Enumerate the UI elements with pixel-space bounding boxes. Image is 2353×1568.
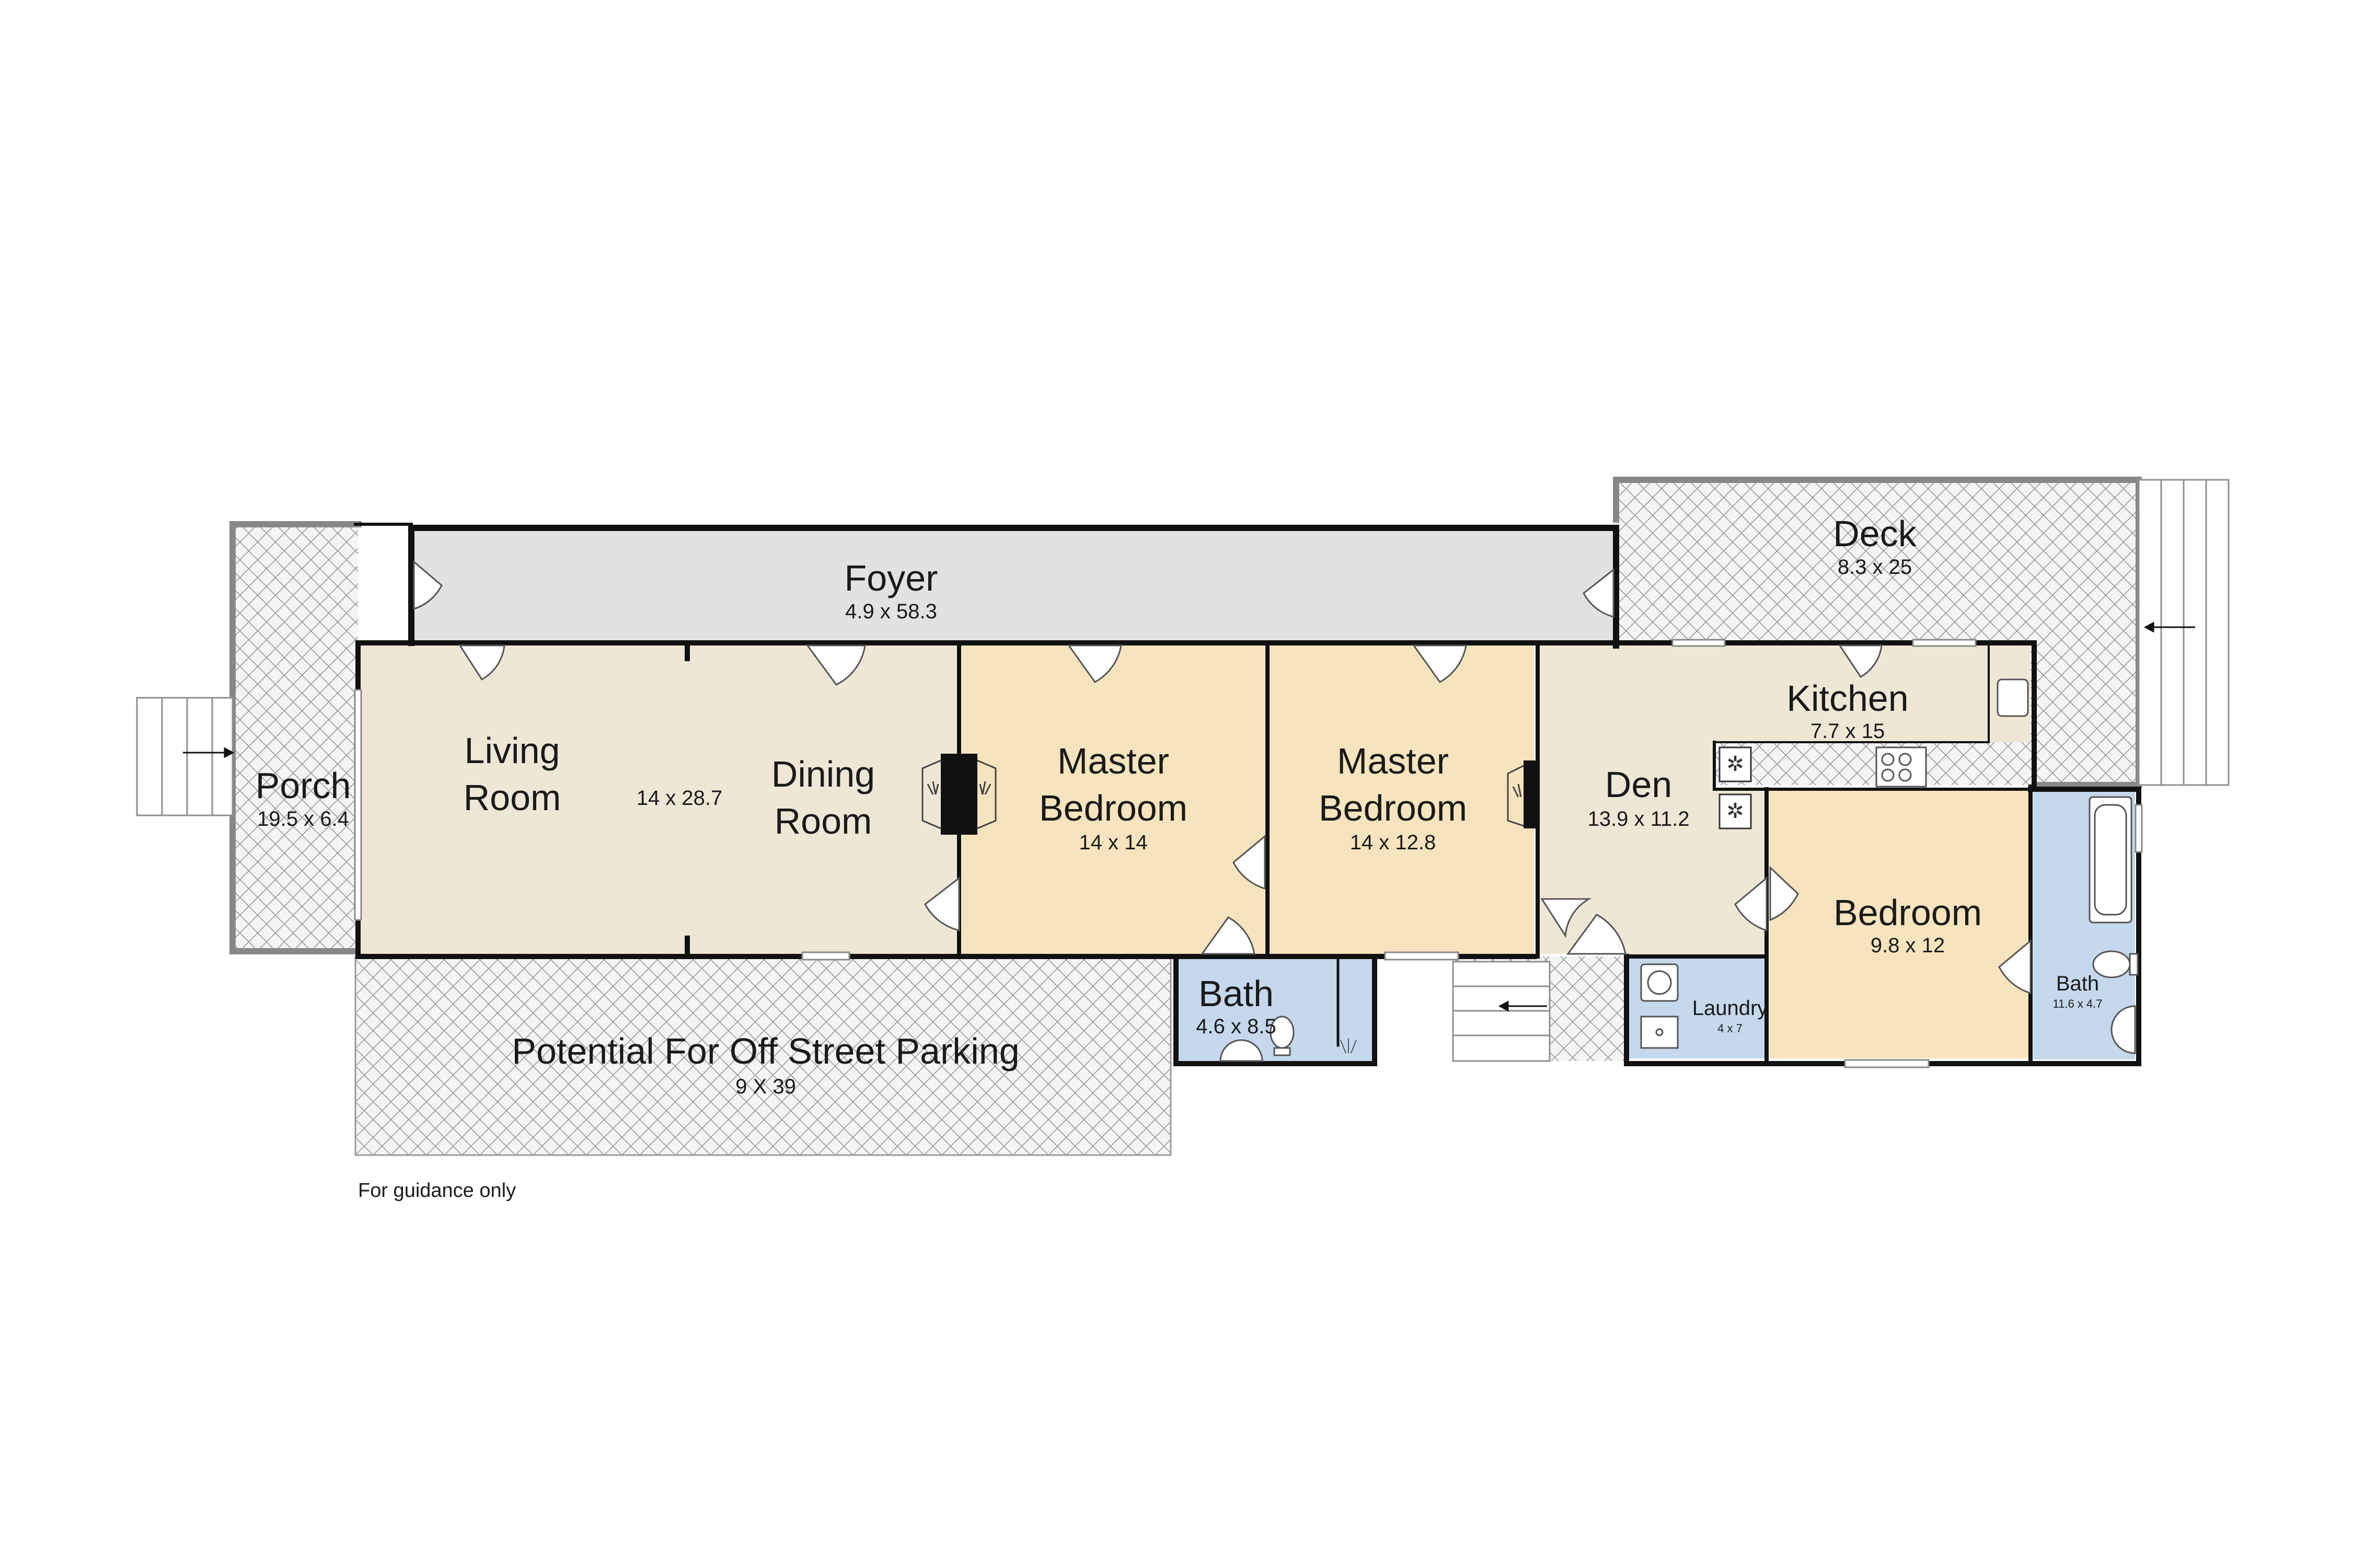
master2-name-2: Bedroom bbox=[1319, 788, 1467, 828]
bath-sink-icon bbox=[1219, 1005, 2136, 1062]
den-name: Den bbox=[1605, 764, 1672, 805]
bath-right-dims: 11.6 x 4.7 bbox=[2053, 997, 2103, 1010]
living-name-2: Room bbox=[464, 777, 561, 818]
svg-text:✲: ✲ bbox=[1726, 753, 1744, 776]
foyer-dims: 4.9 x 58.3 bbox=[845, 600, 937, 623]
den-dims: 13.9 x 11.2 bbox=[1588, 808, 1690, 831]
deck-dims: 8.3 x 25 bbox=[1838, 556, 1912, 579]
windows bbox=[354, 639, 2143, 1068]
kitchen-name: Kitchen bbox=[1786, 678, 1908, 719]
bath-small-name: Bath bbox=[1198, 973, 1274, 1014]
master2-fill bbox=[1267, 645, 1534, 954]
fireplace-chimney bbox=[941, 754, 977, 835]
master1-name-1: Master bbox=[1057, 741, 1169, 781]
living-dining-fill bbox=[358, 645, 959, 954]
living-dining-dims: 14 x 28.7 bbox=[637, 787, 723, 810]
dining-name-2: Room bbox=[775, 801, 872, 841]
fireplace-icon bbox=[921, 759, 997, 829]
master1-dims: 14 x 14 bbox=[1079, 831, 1147, 854]
foyer-name: Foyer bbox=[845, 558, 938, 598]
footer-note: For guidance only bbox=[358, 1180, 516, 1202]
fireplace-chimney-2 bbox=[1524, 760, 1539, 828]
bedroom-fill bbox=[1769, 789, 2031, 1058]
laundry-name: Laundry bbox=[1692, 997, 1768, 1020]
bathtub-icon bbox=[2089, 796, 2132, 924]
den-kitchen-fill bbox=[1538, 645, 2031, 956]
washer-icon bbox=[1640, 963, 1679, 1002]
back-arrow-icon bbox=[1498, 1000, 1547, 1012]
deck-name: Deck bbox=[1833, 513, 1917, 554]
entry-arrow-icon bbox=[183, 747, 235, 758]
kitchen-dims: 7.7 x 15 bbox=[1810, 720, 1885, 743]
door-swings bbox=[413, 560, 2032, 995]
bedroom-name: Bedroom bbox=[1833, 892, 1982, 933]
shower-icon bbox=[1340, 1039, 1357, 1054]
bath-small-dims: 4.6 x 8.5 bbox=[1196, 1015, 1276, 1038]
master1-name-2: Bedroom bbox=[1039, 788, 1187, 828]
fireplace-icon-2 bbox=[1507, 765, 1524, 827]
parking-name: Potential For Off Street Parking bbox=[512, 1031, 1019, 1071]
fan-icon: ✲ ✲ bbox=[1718, 746, 1752, 829]
porch-dims: 19.5 x 6.4 bbox=[257, 808, 349, 831]
laundry-tub-icon bbox=[1640, 1016, 1679, 1049]
parking-area bbox=[354, 955, 1172, 1156]
deck-steps bbox=[2138, 479, 2230, 786]
bedroom-dims: 9.8 x 12 bbox=[1871, 934, 1945, 957]
toilet-icon bbox=[1270, 950, 2139, 1056]
master2-name-1: Master bbox=[1337, 741, 1449, 781]
bath-right-name: Bath bbox=[2056, 972, 2099, 995]
walls bbox=[354, 523, 2141, 1066]
master1-fill bbox=[962, 645, 1265, 954]
svg-text:✲: ✲ bbox=[1726, 800, 1744, 823]
back-steps bbox=[1452, 961, 1551, 1062]
kitchen-sink-icon bbox=[1997, 678, 2029, 717]
parking-dims: 9 X 39 bbox=[735, 1075, 796, 1098]
porch-name: Porch bbox=[256, 765, 351, 806]
dining-name-1: Dining bbox=[771, 754, 875, 794]
porch-area bbox=[233, 524, 358, 951]
deck-arrow-icon bbox=[2143, 621, 2195, 633]
porch-steps bbox=[136, 697, 234, 816]
living-name-1: Living bbox=[465, 730, 560, 771]
laundry-dims: 4 x 7 bbox=[1717, 1022, 1743, 1035]
master2-dims: 14 x 12.8 bbox=[1350, 831, 1436, 854]
foyer-fill bbox=[411, 528, 1613, 642]
stove-icon bbox=[1875, 746, 1927, 788]
